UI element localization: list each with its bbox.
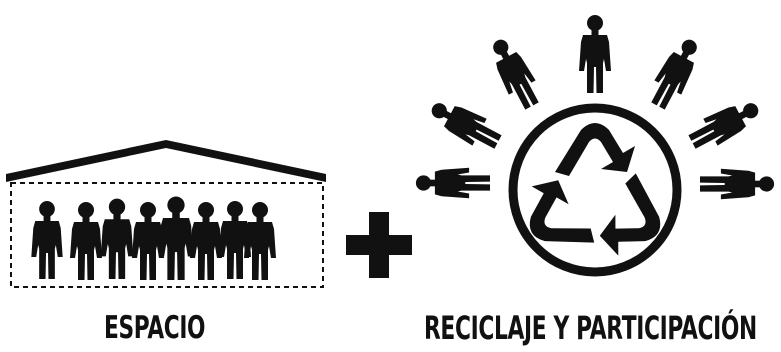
warehouse-roof: [6, 140, 326, 182]
recycle-icon: [512, 108, 678, 272]
plus-icon: [346, 212, 412, 278]
people-group-icon: [31, 197, 276, 280]
participant-top-right: [645, 33, 707, 113]
participant-top: [579, 15, 611, 93]
label-espacio: ESPACIO: [104, 313, 205, 344]
participant-upper-right: [685, 94, 765, 156]
participant-left: [416, 168, 490, 198]
participant-top-left: [484, 33, 546, 113]
label-reciclaje-participacion: RECICLAJE Y PARTICIPACIÓN: [424, 312, 757, 344]
participant-right: [700, 169, 774, 199]
participant-upper-left: [425, 94, 505, 156]
